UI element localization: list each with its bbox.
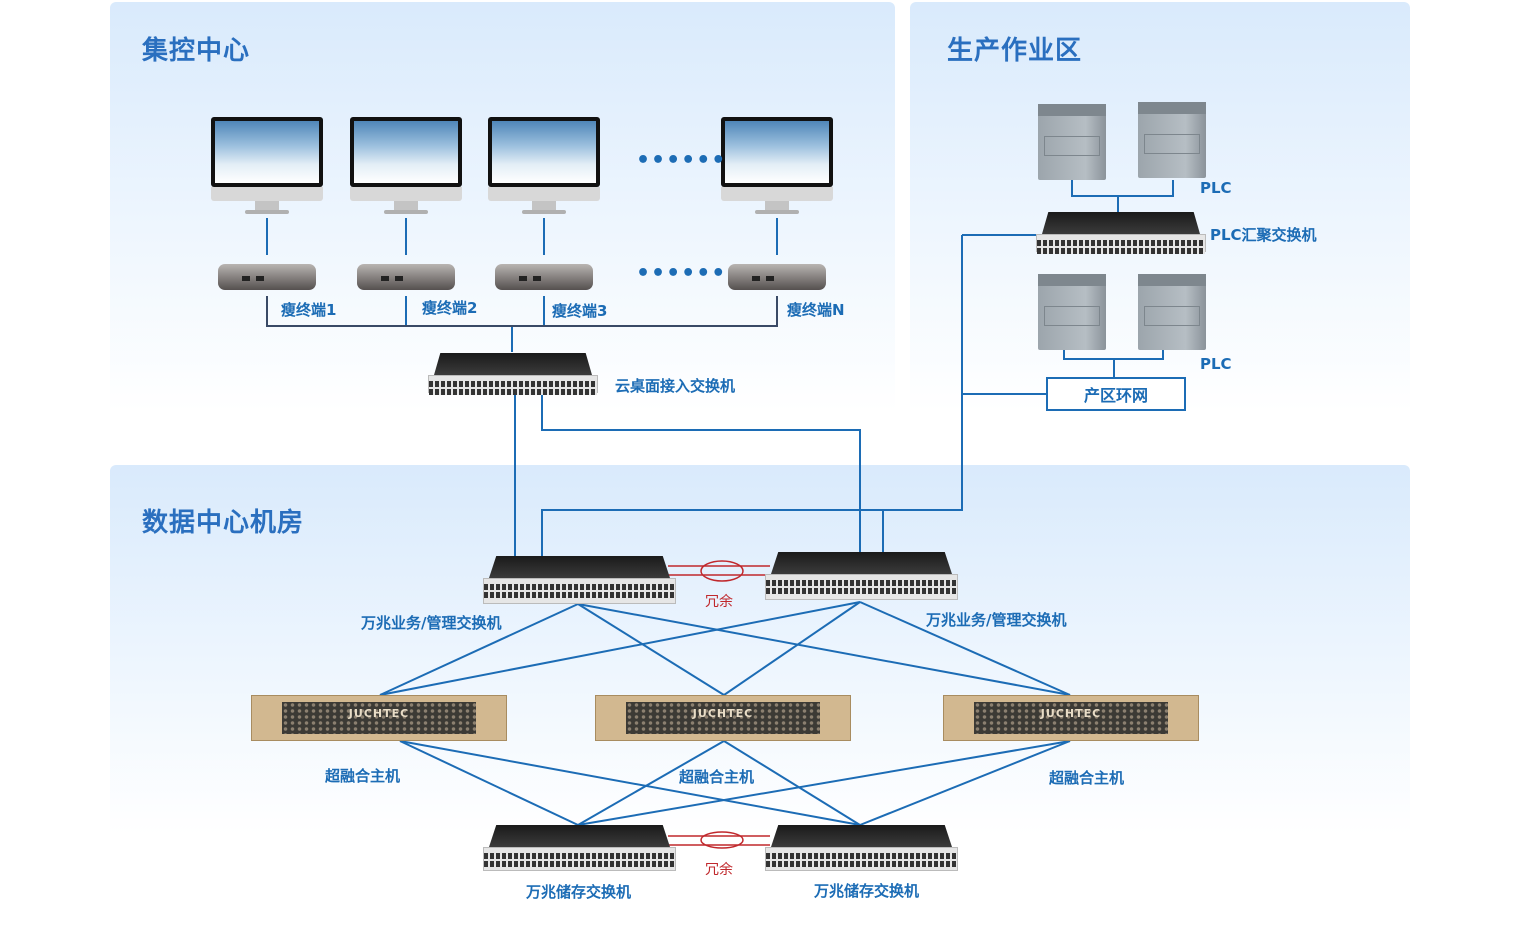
monitor-ellipsis: •••••• bbox=[636, 148, 727, 173]
link-thin-client-bus bbox=[266, 296, 778, 327]
zone-control-center bbox=[110, 2, 895, 412]
server-brand: JUCHTEC bbox=[348, 707, 410, 720]
plc-aggregation-switch bbox=[1036, 212, 1206, 254]
thin-client-3 bbox=[495, 264, 593, 290]
link-coreR-host3 bbox=[859, 601, 1071, 696]
link-host3-stL bbox=[577, 740, 1071, 826]
redundant-ring-storage bbox=[700, 831, 744, 849]
zone-datacenter bbox=[110, 465, 1410, 835]
monitor-1 bbox=[211, 117, 323, 217]
server-brand: JUCHTEC bbox=[692, 707, 754, 720]
link-host2-stR bbox=[723, 740, 861, 826]
plc-label-2: PLC bbox=[1200, 355, 1232, 373]
link-host2-stL bbox=[577, 740, 725, 826]
storage-switch-right bbox=[765, 825, 958, 871]
ring-network-box: 产区环网 bbox=[1046, 377, 1186, 411]
host-label-3: 超融合主机 bbox=[1049, 769, 1125, 787]
storage-switch-left bbox=[483, 825, 676, 871]
zone-title-datacenter: 数据中心机房 bbox=[142, 508, 305, 538]
host-label-1: 超融合主机 bbox=[325, 767, 401, 785]
thin-client-n bbox=[728, 264, 826, 290]
server-brand: JUCHTEC bbox=[1040, 707, 1102, 720]
storage-switch-left-label: 万兆储存交换机 bbox=[526, 883, 632, 901]
thin-client-ellipsis: •••••• bbox=[636, 261, 727, 286]
plc-1 bbox=[1038, 104, 1106, 180]
hyperconverged-host-2: JUCHTEC bbox=[595, 695, 851, 741]
core-switch-right bbox=[765, 552, 958, 600]
link-host1-stL bbox=[399, 740, 579, 826]
monitor-2 bbox=[350, 117, 462, 217]
plc-2 bbox=[1138, 102, 1206, 178]
core-switch-left bbox=[483, 556, 676, 604]
link-access-coreR bbox=[541, 393, 861, 552]
plc-4 bbox=[1138, 274, 1206, 350]
thin-client-1 bbox=[218, 264, 316, 290]
hyperconverged-host-1: JUCHTEC bbox=[251, 695, 507, 741]
link-coreL-host3 bbox=[577, 603, 1071, 696]
link-plc-group1 bbox=[1071, 180, 1174, 197]
plc-label-1: PLC bbox=[1200, 179, 1232, 197]
thin-client-label-n: 瘦终端N bbox=[787, 301, 845, 319]
monitor-3 bbox=[488, 117, 600, 217]
link-coreR-host1 bbox=[379, 601, 861, 696]
access-switch-label: 云桌面接入交换机 bbox=[615, 377, 736, 395]
link-coreR-host2 bbox=[723, 601, 861, 696]
redundant-label-core: 冗余 bbox=[705, 594, 733, 610]
access-switch bbox=[428, 353, 598, 395]
link-plc-core bbox=[541, 235, 963, 556]
plc-switch-label: PLC汇聚交换机 bbox=[1210, 226, 1317, 244]
hyperconverged-host-3: JUCHTEC bbox=[943, 695, 1199, 741]
core-switch-left-label: 万兆业务/管理交换机 bbox=[361, 614, 502, 632]
link-coreL-host2 bbox=[577, 603, 725, 696]
zone-title-production: 生产作业区 bbox=[947, 36, 1083, 66]
link-host1-stR bbox=[399, 740, 861, 826]
redundant-label-storage: 冗余 bbox=[705, 862, 733, 878]
thin-client-label-2: 瘦终端2 bbox=[422, 299, 478, 317]
storage-switch-right-label: 万兆储存交换机 bbox=[814, 882, 920, 900]
monitor-n bbox=[721, 117, 833, 217]
thin-client-label-3: 瘦终端3 bbox=[552, 302, 608, 320]
plc-3 bbox=[1038, 274, 1106, 350]
zone-title-control-center: 集控中心 bbox=[142, 36, 251, 66]
thin-client-label-1: 瘦终端1 bbox=[281, 301, 337, 319]
host-label-2: 超融合主机 bbox=[679, 768, 755, 786]
link-host3-stR bbox=[859, 740, 1071, 826]
link-coreL-host1 bbox=[379, 603, 579, 696]
core-switch-right-label: 万兆业务/管理交换机 bbox=[926, 611, 1067, 629]
thin-client-2 bbox=[357, 264, 455, 290]
redundant-ring-core bbox=[700, 560, 744, 582]
